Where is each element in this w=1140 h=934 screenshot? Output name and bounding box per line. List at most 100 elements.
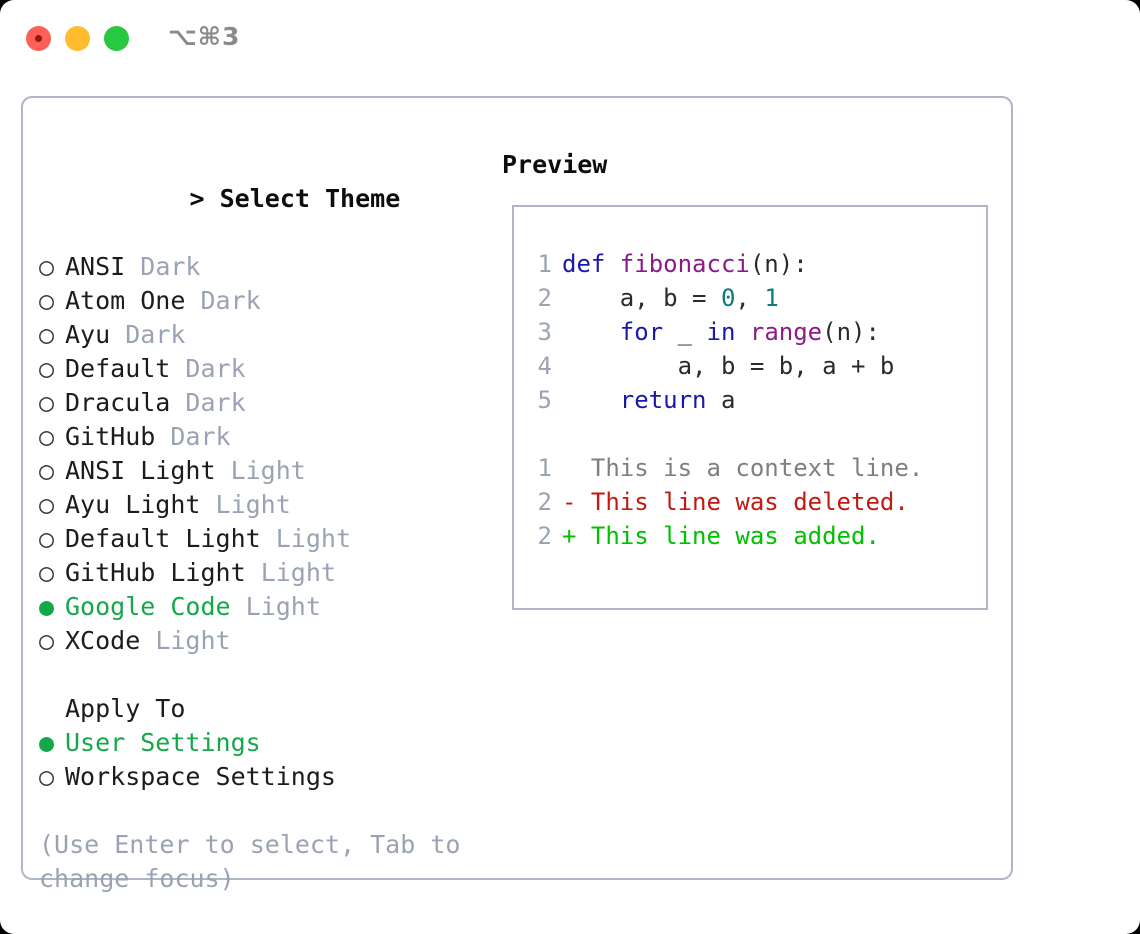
- theme-item-name: ANSI Light: [65, 456, 216, 485]
- radio-selected-icon[interactable]: ●: [39, 728, 55, 757]
- preview-title: Preview: [502, 150, 608, 179]
- radio-unselected-icon[interactable]: ○: [39, 558, 55, 587]
- code-token-pl: ,: [735, 284, 765, 312]
- theme-item-ansi-light[interactable]: ○ANSI Light Light: [39, 454, 509, 488]
- theme-selection-column: > Select Theme ○ANSI Dark○Atom One Dark○…: [39, 148, 509, 896]
- code-line-number: 4: [537, 352, 552, 380]
- radio-unselected-icon[interactable]: ○: [39, 762, 55, 791]
- theme-item-gap: [261, 524, 276, 553]
- radio-unselected-icon[interactable]: ○: [39, 422, 55, 451]
- theme-item-mode: Dark: [125, 320, 186, 349]
- code-token-kw: in: [706, 318, 736, 346]
- code-token-pl: (n):: [749, 250, 808, 278]
- theme-item-ayu[interactable]: ○Ayu Dark: [39, 318, 509, 352]
- code-token-fn: fibonacci: [619, 250, 750, 278]
- code-token-pl: a: [706, 386, 736, 414]
- theme-item-mode: Dark: [140, 252, 201, 281]
- main-panel: > Select Theme ○ANSI Dark○Atom One Dark○…: [21, 96, 1013, 893]
- theme-list: ○ANSI Dark○Atom One Dark○Ayu Dark○Defaul…: [39, 250, 509, 658]
- theme-item-mode: Light: [260, 558, 336, 587]
- theme-item-mode: Dark: [185, 354, 246, 383]
- code-line-number: 2: [537, 284, 552, 312]
- theme-item-default[interactable]: ○Default Dark: [39, 352, 509, 386]
- apply-to-item-name: User Settings: [65, 728, 261, 757]
- theme-item-github[interactable]: ○ GitHub Dark: [39, 420, 509, 454]
- radio-unselected-icon[interactable]: ○: [39, 524, 55, 553]
- code-token-pl: [735, 318, 749, 346]
- theme-item-name: GitHub: [65, 422, 156, 451]
- code-token-num: 1: [764, 284, 779, 312]
- code-line-number: 3: [537, 318, 552, 346]
- diff-line-number: 1: [537, 454, 552, 482]
- radio-unselected-icon[interactable]: ○: [39, 286, 55, 315]
- code-line: 4 a, b = b, a + b: [524, 349, 980, 383]
- keyboard-shortcut-label: ⌥⌘3: [168, 22, 241, 51]
- code-token-kw: for: [619, 318, 664, 346]
- keyboard-hint: (Use Enter to select, Tab to change focu…: [39, 830, 476, 893]
- theme-item-mode: Dark: [200, 286, 261, 315]
- diff-line-del: 2- This line was deleted.: [524, 485, 980, 519]
- minimize-button[interactable]: [65, 26, 90, 51]
- theme-item-gap: [170, 388, 185, 417]
- radio-unselected-icon[interactable]: ○: [39, 490, 55, 519]
- diff-line-add: 2+ This line was added.: [524, 519, 980, 553]
- theme-list-header: > Select Theme: [39, 148, 509, 250]
- code-token-kw: return: [619, 386, 707, 414]
- theme-item-dracula[interactable]: ○Dracula Dark: [39, 386, 509, 420]
- hint-spacer: [39, 794, 509, 828]
- radio-unselected-icon[interactable]: ○: [39, 320, 55, 349]
- radio-unselected-icon[interactable]: ○: [39, 388, 55, 417]
- theme-item-xcode[interactable]: ○XCode Light: [39, 624, 509, 658]
- theme-list-header-label: Select Theme: [219, 184, 401, 213]
- diff-line-ctx: 1 This is a context line.: [524, 451, 980, 485]
- theme-item-mode: Light: [215, 490, 291, 519]
- theme-item-atom-one[interactable]: ○ Atom One Dark: [39, 284, 509, 318]
- radio-selected-icon[interactable]: ●: [39, 592, 55, 621]
- diff-marker: +: [562, 522, 591, 550]
- theme-item-gap: [246, 558, 261, 587]
- code-token-pl: a, b = b, a + b: [562, 352, 895, 380]
- diff-marker: [562, 454, 591, 482]
- radio-unselected-icon[interactable]: ○: [39, 456, 55, 485]
- diff-text: This is a context line.: [590, 454, 924, 482]
- diff-sample: 1 This is a context line.2- This line wa…: [524, 451, 980, 553]
- code-line: 3 for _ in range(n):: [524, 315, 980, 349]
- theme-item-gap: [125, 252, 140, 281]
- maximize-button[interactable]: [104, 26, 129, 51]
- theme-item-google-code[interactable]: ●Google Code Light: [39, 590, 509, 624]
- code-line-number: 1: [537, 250, 552, 278]
- theme-item-name: Atom One: [65, 286, 186, 315]
- theme-item-gap: [155, 422, 170, 451]
- apply-to-item-user-settings[interactable]: ● User Settings: [39, 726, 509, 760]
- apply-to-item-name: Workspace Settings: [65, 762, 336, 791]
- theme-item-mode: Light: [245, 592, 321, 621]
- list-spacer: [39, 658, 509, 692]
- theme-item-mode: Dark: [170, 422, 231, 451]
- theme-item-default-light[interactable]: ○Default Light Light: [39, 522, 509, 556]
- title-bar: ⌥⌘3: [0, 0, 1140, 78]
- code-token-pl: (n):: [822, 318, 880, 346]
- code-token-fn: range: [749, 318, 823, 346]
- theme-item-gap: [231, 592, 246, 621]
- code-token-pl: [562, 318, 620, 346]
- radio-unselected-icon[interactable]: ○: [39, 626, 55, 655]
- apply-to-item-workspace-settings[interactable]: ○ Workspace Settings: [39, 760, 509, 794]
- radio-unselected-icon[interactable]: ○: [39, 354, 55, 383]
- window-controls: [26, 26, 129, 51]
- diff-text: This line was added.: [590, 522, 880, 550]
- theme-item-gap: [170, 354, 185, 383]
- radio-unselected-icon[interactable]: ○: [39, 252, 55, 281]
- theme-item-name: ANSI: [65, 252, 126, 281]
- theme-item-github-light[interactable]: ○GitHub Light Light: [39, 556, 509, 590]
- diff-line-number: 2: [537, 488, 552, 516]
- apply-to-header: Apply To: [65, 694, 186, 723]
- theme-item-name: Ayu Light: [65, 490, 201, 519]
- theme-item-ayu-light[interactable]: ○ Ayu Light Light: [39, 488, 509, 522]
- close-button[interactable]: [26, 26, 51, 51]
- theme-item-ansi[interactable]: ○ ANSI Dark: [39, 250, 509, 284]
